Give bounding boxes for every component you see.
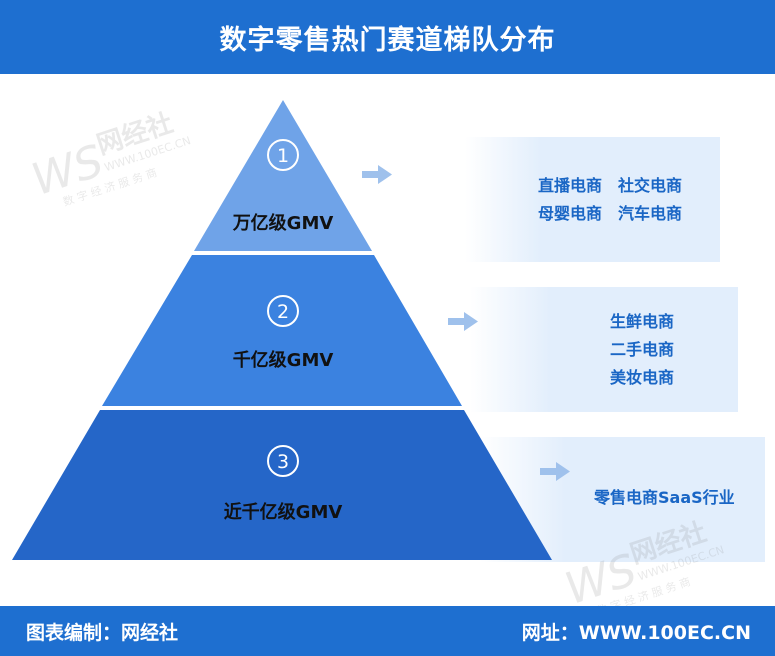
- list-item: 生鲜电商: [610, 312, 675, 331]
- tier-1-number: 1: [277, 145, 289, 167]
- watermark-top-left: WS 网经社 WWW.100EC.CN 数 字 经 济 服 务 商: [26, 107, 193, 208]
- footer-bar: 图表编制：网经社 网址：WWW.100EC.CN: [0, 606, 775, 656]
- header-bar: 数字零售热门赛道梯队分布: [0, 0, 775, 74]
- page-title: 数字零售热门赛道梯队分布: [219, 24, 556, 56]
- list-item: 零售电商SaaS行业: [594, 488, 735, 507]
- tier-2-label: 千亿级GMV: [233, 349, 334, 371]
- footer-site: 网址：WWW.100EC.CN: [521, 622, 751, 644]
- footer-credit: 图表编制：网经社: [26, 622, 179, 644]
- list-item: 二手电商: [610, 340, 675, 359]
- right-arrow-icon: [448, 312, 478, 331]
- tier-1-items: 直播电商 社交电商 母婴电商 汽车电商: [538, 172, 682, 228]
- tier-3-items: 零售电商SaaS行业: [594, 484, 735, 512]
- tier-1-panel: [465, 137, 720, 262]
- list-item: 美妆电商: [610, 368, 675, 387]
- circled-number-icon: 2: [267, 295, 299, 327]
- circled-number-icon: 3: [267, 445, 299, 477]
- tier-2-shape: [102, 255, 462, 406]
- tier-1-shape: [194, 100, 372, 251]
- tier-2-panel: [470, 287, 738, 412]
- right-arrow-icon: [540, 462, 570, 481]
- tier-2-items: 生鲜电商 二手电商 美妆电商: [610, 308, 674, 392]
- list-item: 汽车电商: [618, 204, 683, 223]
- list-item: 母婴电商: [538, 204, 603, 223]
- tier-1-label: 万亿级GMV: [232, 212, 334, 234]
- tier-3-label: 近千亿级GMV: [224, 501, 343, 523]
- list-item: 直播电商: [538, 176, 603, 195]
- right-arrow-icon: [362, 165, 392, 184]
- tier-2-number: 2: [277, 301, 289, 323]
- tier-3-shape: [12, 410, 552, 560]
- tier-3-number: 3: [277, 451, 289, 473]
- list-item: 社交电商: [618, 176, 683, 195]
- circled-number-icon: 1: [267, 139, 299, 171]
